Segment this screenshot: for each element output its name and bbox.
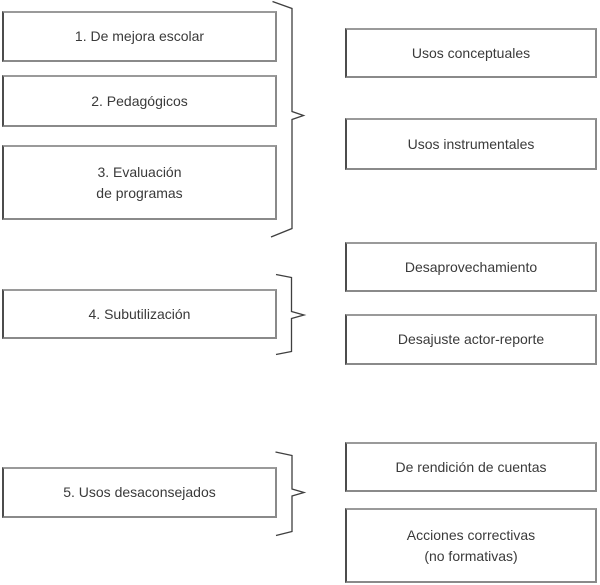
box-acciones-correctivas: Acciones correctivas (no formativas)	[345, 508, 597, 583]
box-subutilizacion: 4. Subutilización	[2, 289, 277, 339]
box-de-rendicion-de-cuentas: De rendición de cuentas	[345, 442, 597, 492]
box-desajuste-actor-reporte: Desajuste actor-reporte	[345, 314, 597, 365]
box-usos-instrumentales: Usos instrumentales	[345, 118, 597, 170]
brace-group-2	[275, 273, 307, 356]
box-de-mejora-escolar: 1. De mejora escolar	[2, 11, 277, 62]
brace-group-3	[275, 451, 307, 537]
box-usos-desaconsejados: 5. Usos desaconsejados	[2, 467, 277, 518]
box-evaluacion-de-programas: 3. Evaluación de programas	[2, 145, 277, 220]
box-desaprovechamiento: Desaprovechamiento	[345, 242, 597, 292]
box-pedagogicos: 2. Pedagógicos	[2, 75, 277, 127]
box-usos-conceptuales: Usos conceptuales	[345, 28, 597, 78]
